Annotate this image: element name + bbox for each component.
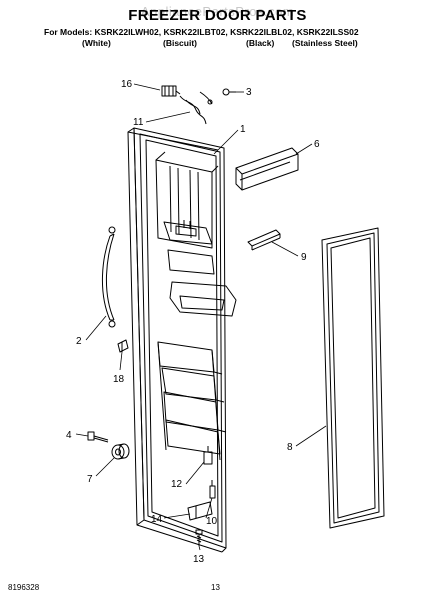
document-number: 8196328 bbox=[8, 583, 40, 592]
leader-lines bbox=[75, 83, 327, 551]
callout-14: 14 bbox=[151, 514, 163, 525]
callout-2: 2 bbox=[76, 336, 82, 347]
page-title: FREEZER DOOR PARTS bbox=[128, 7, 307, 24]
callout-6: 6 bbox=[314, 139, 320, 150]
part-16-connector bbox=[161, 85, 181, 97]
dispenser-housing bbox=[163, 220, 215, 275]
callout-16: 16 bbox=[121, 79, 133, 90]
callout-1: 1 bbox=[240, 124, 246, 135]
door-panel bbox=[127, 127, 227, 553]
variant-stainless: (Stainless Steel) bbox=[292, 38, 358, 48]
callout-11: 11 bbox=[133, 117, 144, 128]
page-number: 13 bbox=[211, 583, 220, 592]
models-line: For Models: KSRK22ILWH02, KSRK22ILBT02, … bbox=[44, 27, 359, 37]
variant-row: (White) (Biscuit) (Black) (Stainless Ste… bbox=[0, 38, 435, 50]
callout-10: 10 bbox=[206, 516, 218, 527]
callout-8: 8 bbox=[287, 442, 293, 453]
callout-3: 3 bbox=[246, 87, 252, 98]
part-13-screw bbox=[195, 529, 203, 546]
callout-9: 9 bbox=[301, 252, 307, 263]
part-12-hinge-pin bbox=[203, 446, 213, 465]
part-14-hinge-bracket bbox=[187, 501, 213, 521]
callout-4: 4 bbox=[66, 430, 72, 441]
door-liner-upper bbox=[155, 151, 219, 249]
variant-biscuit: (Biscuit) bbox=[163, 38, 197, 48]
part-18-handle-clip bbox=[117, 339, 129, 353]
part-6-shelf-bin bbox=[235, 147, 299, 191]
callout-labels: 16 11 3 1 6 9 2 18 4 7 8 12 10 14 13 bbox=[66, 79, 320, 565]
callout-13: 13 bbox=[193, 554, 205, 565]
part-7-bushing bbox=[111, 443, 130, 460]
variant-white: (White) bbox=[82, 38, 111, 48]
callout-18: 18 bbox=[113, 374, 125, 385]
part-4-bolt bbox=[87, 431, 109, 443]
callout-7: 7 bbox=[87, 474, 93, 485]
watermark: AppliancePartsPros.com bbox=[140, 4, 295, 19]
part-11-wire-harness bbox=[179, 91, 213, 125]
door-bins bbox=[157, 281, 237, 461]
part-8-door-gasket bbox=[321, 227, 385, 529]
part-10-pin bbox=[209, 480, 216, 499]
variant-black: (Black) bbox=[246, 38, 275, 48]
part-9-trim-strip bbox=[247, 229, 281, 251]
callout-12: 12 bbox=[171, 479, 183, 490]
part-2-door-handle bbox=[102, 226, 116, 328]
